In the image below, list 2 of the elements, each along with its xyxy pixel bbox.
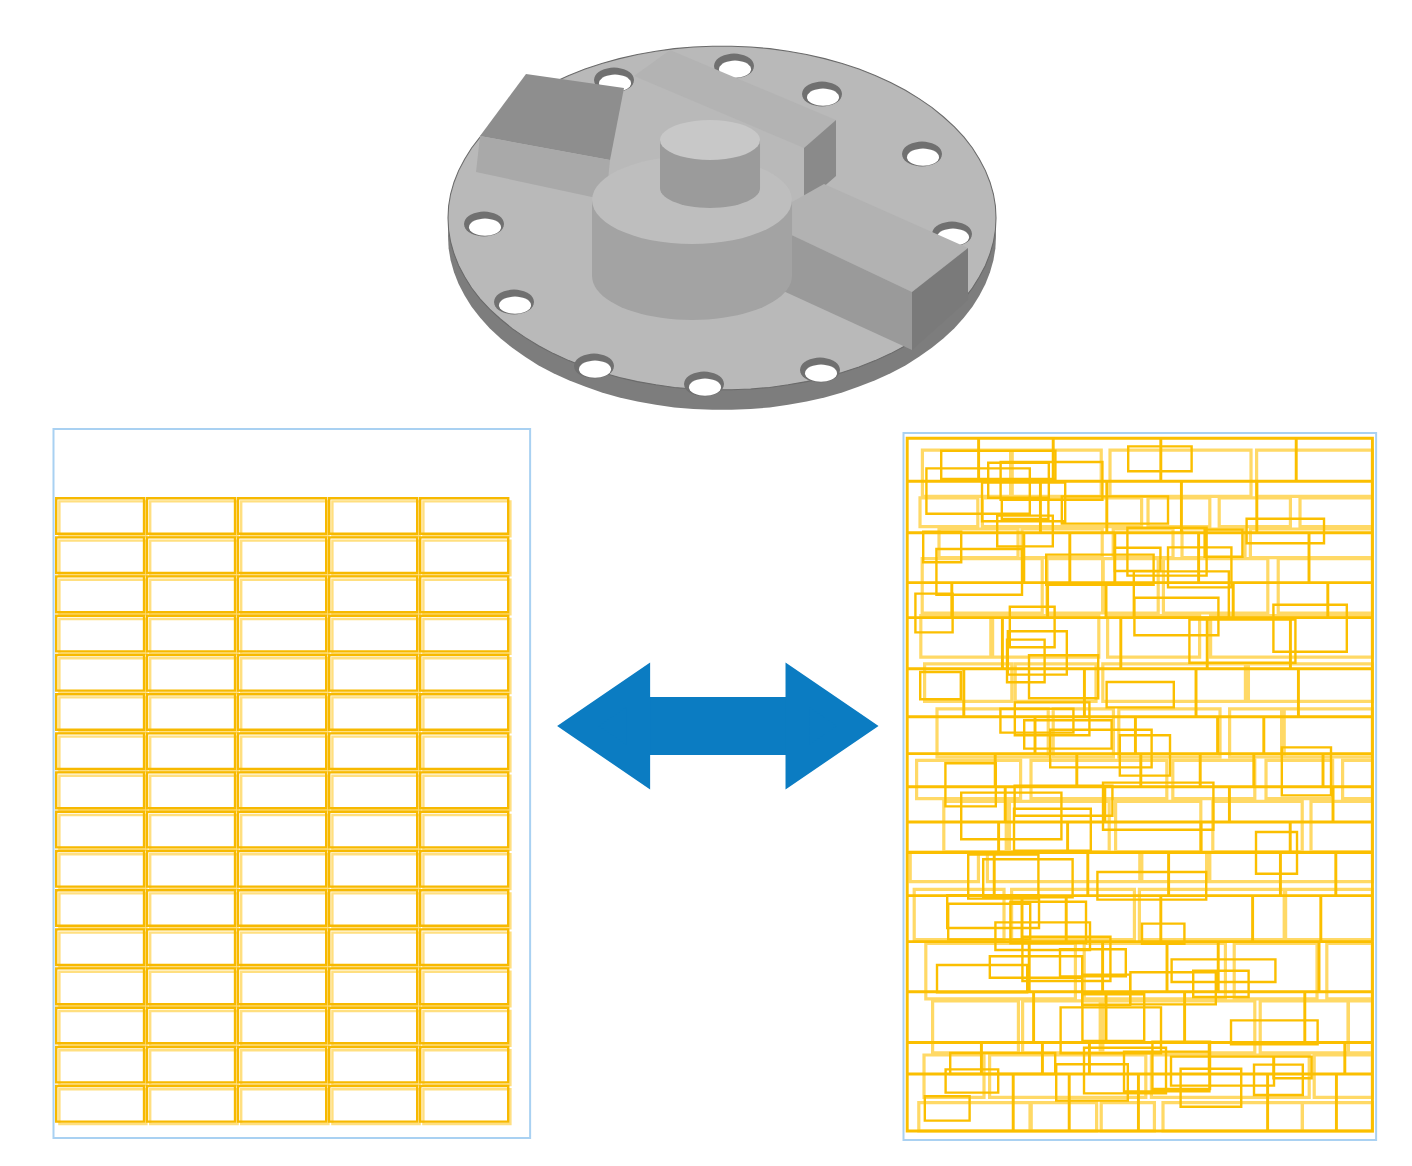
- part-picture: [447, 45, 997, 410]
- layout-panel: [52, 428, 532, 1140]
